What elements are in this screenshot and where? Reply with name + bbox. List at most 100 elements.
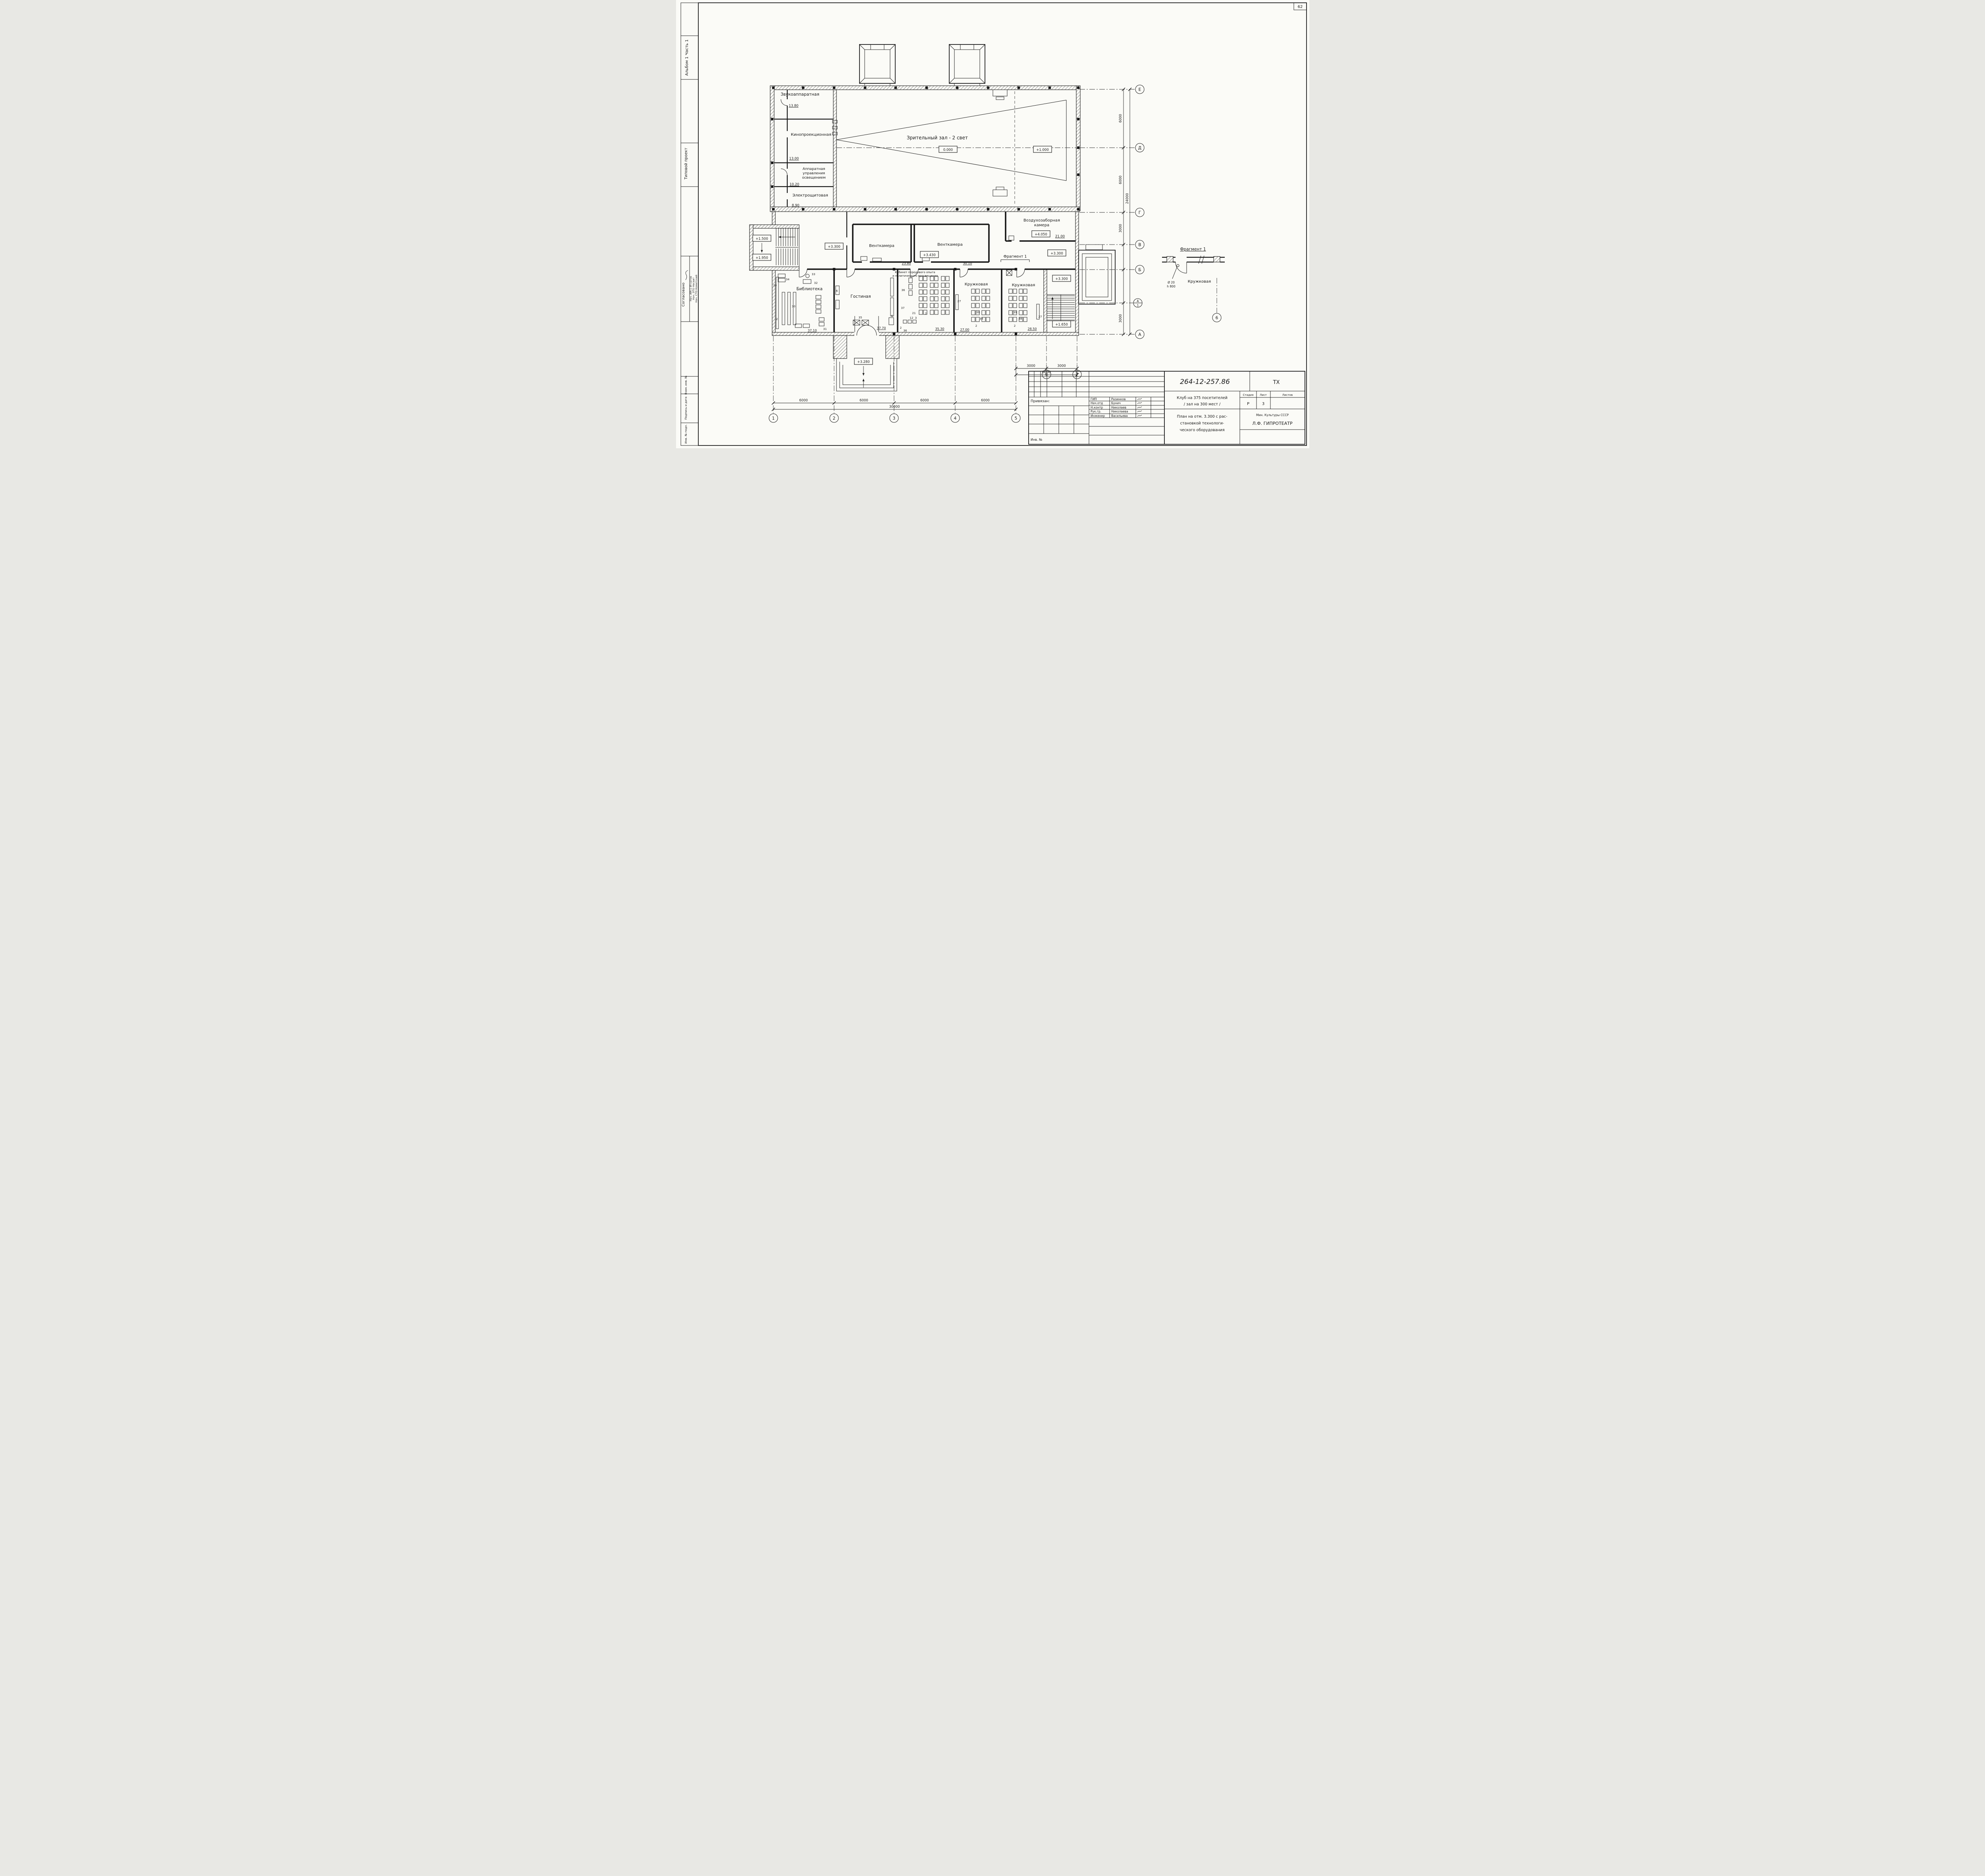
- level-zero: 0.000: [943, 148, 952, 152]
- blueprint-sheet: 62 Альбом 1 Часть 1 Типовой проект Согла…: [676, 0, 1309, 448]
- axis-row-B: Б: [1135, 265, 1144, 274]
- item-38b: 38: [1018, 317, 1022, 320]
- left-margin-strip: Альбом 1 Часть 1 Типовой проект Согласов…: [680, 35, 698, 443]
- item-39b: 39: [1013, 311, 1017, 314]
- area-2380: 23.80: [902, 262, 911, 265]
- axis-label-E: Е: [1138, 87, 1141, 92]
- staff-label-1: ГИП: [1091, 397, 1097, 401]
- dim-right-3000-b: 3000: [1119, 314, 1123, 323]
- item-27a: 27: [957, 300, 961, 303]
- staff-label-3: Н.контр: [1091, 406, 1103, 409]
- area-3710: 37.10: [807, 329, 817, 332]
- axis-col-6: 6: [1042, 370, 1051, 379]
- level-p3430: +3.430: [923, 253, 935, 257]
- hobby-rooms-furniture: [955, 289, 1039, 322]
- room-labels: Звукоаппаратная 13.80 Кинопроекционная 1…: [781, 92, 1065, 299]
- level-p3300c: +3.300: [1055, 277, 1068, 281]
- sheet-number: 62: [1297, 5, 1303, 9]
- level-p3300a: +3.300: [828, 245, 840, 249]
- stairwell-right: [1046, 294, 1075, 321]
- fragment-note-dia: Ø 20: [1168, 281, 1175, 284]
- axis-col-7: 7: [1072, 370, 1081, 379]
- item-2e: 2: [1014, 324, 1015, 328]
- drawing-frame: 62: [680, 2, 1307, 446]
- room-vent-left: Венткамера: [869, 244, 894, 248]
- level-mark-p1000: +1.000: [1033, 146, 1052, 153]
- margin-album: Альбом 1 Часть 1: [685, 39, 689, 75]
- dim-right-3000-a: 3000: [1119, 224, 1123, 233]
- axis-circles-cols: 1 2 3 4 5 6 7: [769, 370, 1081, 423]
- margin-stamp-podpis: Подпись и дата: [684, 397, 688, 420]
- margin-sign-3: Нач. СТО Комитский: [695, 275, 698, 303]
- sheet-value: 3: [1262, 402, 1264, 406]
- item-35: 35: [858, 316, 862, 319]
- margin-approved: Согласовано: [682, 282, 686, 307]
- margin-project-type: Типовой проект: [684, 148, 688, 180]
- axis-label-V: В: [1138, 243, 1141, 247]
- ministry: Мин. Культуры СССР: [1256, 413, 1289, 417]
- item-2d: 2: [975, 324, 977, 328]
- entrance-porch: [833, 316, 900, 391]
- room-air-intake-2: камера: [1034, 223, 1049, 228]
- staff-name-3: Николаев: [1111, 406, 1126, 409]
- item-6b: 6: [891, 314, 893, 318]
- axis-row-G: Г: [1135, 208, 1144, 217]
- item-38a: 38: [979, 317, 983, 320]
- axis-row-D: Д: [1135, 143, 1144, 152]
- axis-label-2: 2: [833, 416, 835, 421]
- room-lighting-3: освещением: [802, 176, 825, 180]
- item-31: 31: [823, 328, 827, 331]
- level-p3280: +3.280: [857, 360, 869, 364]
- axis-row-A1: А 1: [1133, 298, 1142, 308]
- margin-stamp-inv: Инв. № подл.: [684, 424, 688, 443]
- stage-header: Стадия: [1243, 393, 1253, 397]
- axis-label-7: 7: [1075, 372, 1078, 377]
- level-p1950: +1.950: [755, 256, 768, 260]
- level-p1000: +1.000: [1036, 148, 1048, 152]
- axis-label-5: 5: [1014, 416, 1017, 421]
- fragment-detail: Фрагмент 1 Ø 20 h 800 Кружковая 6: [1162, 247, 1225, 322]
- margin-sign-2: Нач. ЭТО Несвит: [692, 277, 695, 300]
- axis-col-3: 3: [889, 413, 898, 423]
- level-mark-p1500: +1.500: [752, 235, 771, 242]
- item-32: 32: [814, 281, 817, 285]
- dim-right-6000-a: 6000: [1119, 114, 1123, 123]
- library-furniture: [776, 274, 824, 329]
- level-p4050: +4.050: [1035, 233, 1047, 237]
- item-36a: 36: [901, 289, 905, 292]
- room-switchboard: Электрощитовая: [792, 193, 828, 198]
- auditorium-sightlines: [836, 89, 1066, 197]
- sheet-header: Лист: [1260, 393, 1267, 397]
- room-projection: Кинопроекционная: [790, 133, 831, 137]
- dim-bottom-6000-4: 6000: [981, 399, 990, 403]
- axis-label-A: А: [1138, 332, 1141, 337]
- area-2700: 27.00: [960, 328, 969, 332]
- level-mark-p1950: +1.950: [752, 254, 771, 261]
- axis-col-4: 4: [950, 413, 960, 423]
- room-lighting-2: управления: [802, 172, 825, 175]
- item-30: 30: [792, 305, 795, 308]
- axis-col-2: 2: [829, 413, 838, 423]
- item-39a: 39: [976, 311, 979, 314]
- area-3530: 35.30: [935, 327, 944, 331]
- lower-wing-walls: [771, 211, 1079, 336]
- fragment-note-h: h 800: [1167, 285, 1176, 288]
- level-mark-p4050: +4.050: [1031, 230, 1050, 237]
- staff-label-5: Инженер: [1091, 414, 1105, 418]
- dim-bottom-6000-1: 6000: [799, 399, 808, 403]
- room-air-intake-1: Воздухозаборная: [1023, 218, 1060, 223]
- room-sound: Звукоаппаратная: [781, 92, 819, 97]
- dim-right-24000: 24000: [1125, 193, 1129, 204]
- margin-stamp-vzam: Взам. инв. №: [684, 376, 688, 395]
- axis-label-A1-bot: 1: [1137, 304, 1139, 307]
- staff-name-4: Николаева: [1111, 410, 1128, 413]
- room-lighting-1: Аппаратная: [802, 167, 825, 171]
- axis-label-3: 3: [892, 416, 895, 421]
- fragment-axis-circle: 6: [1212, 313, 1221, 322]
- organization: Л.Ф. ГИПРОТЕАТР: [1252, 421, 1293, 426]
- item-27b: 27: [1038, 315, 1042, 318]
- room-hobby-right: Кружковая: [1012, 283, 1035, 287]
- object-name-1: Клуб на 375 посетителей: [1177, 396, 1228, 400]
- staff-name-2: Бунич: [1111, 401, 1121, 405]
- roof-vent-towers: [859, 44, 985, 86]
